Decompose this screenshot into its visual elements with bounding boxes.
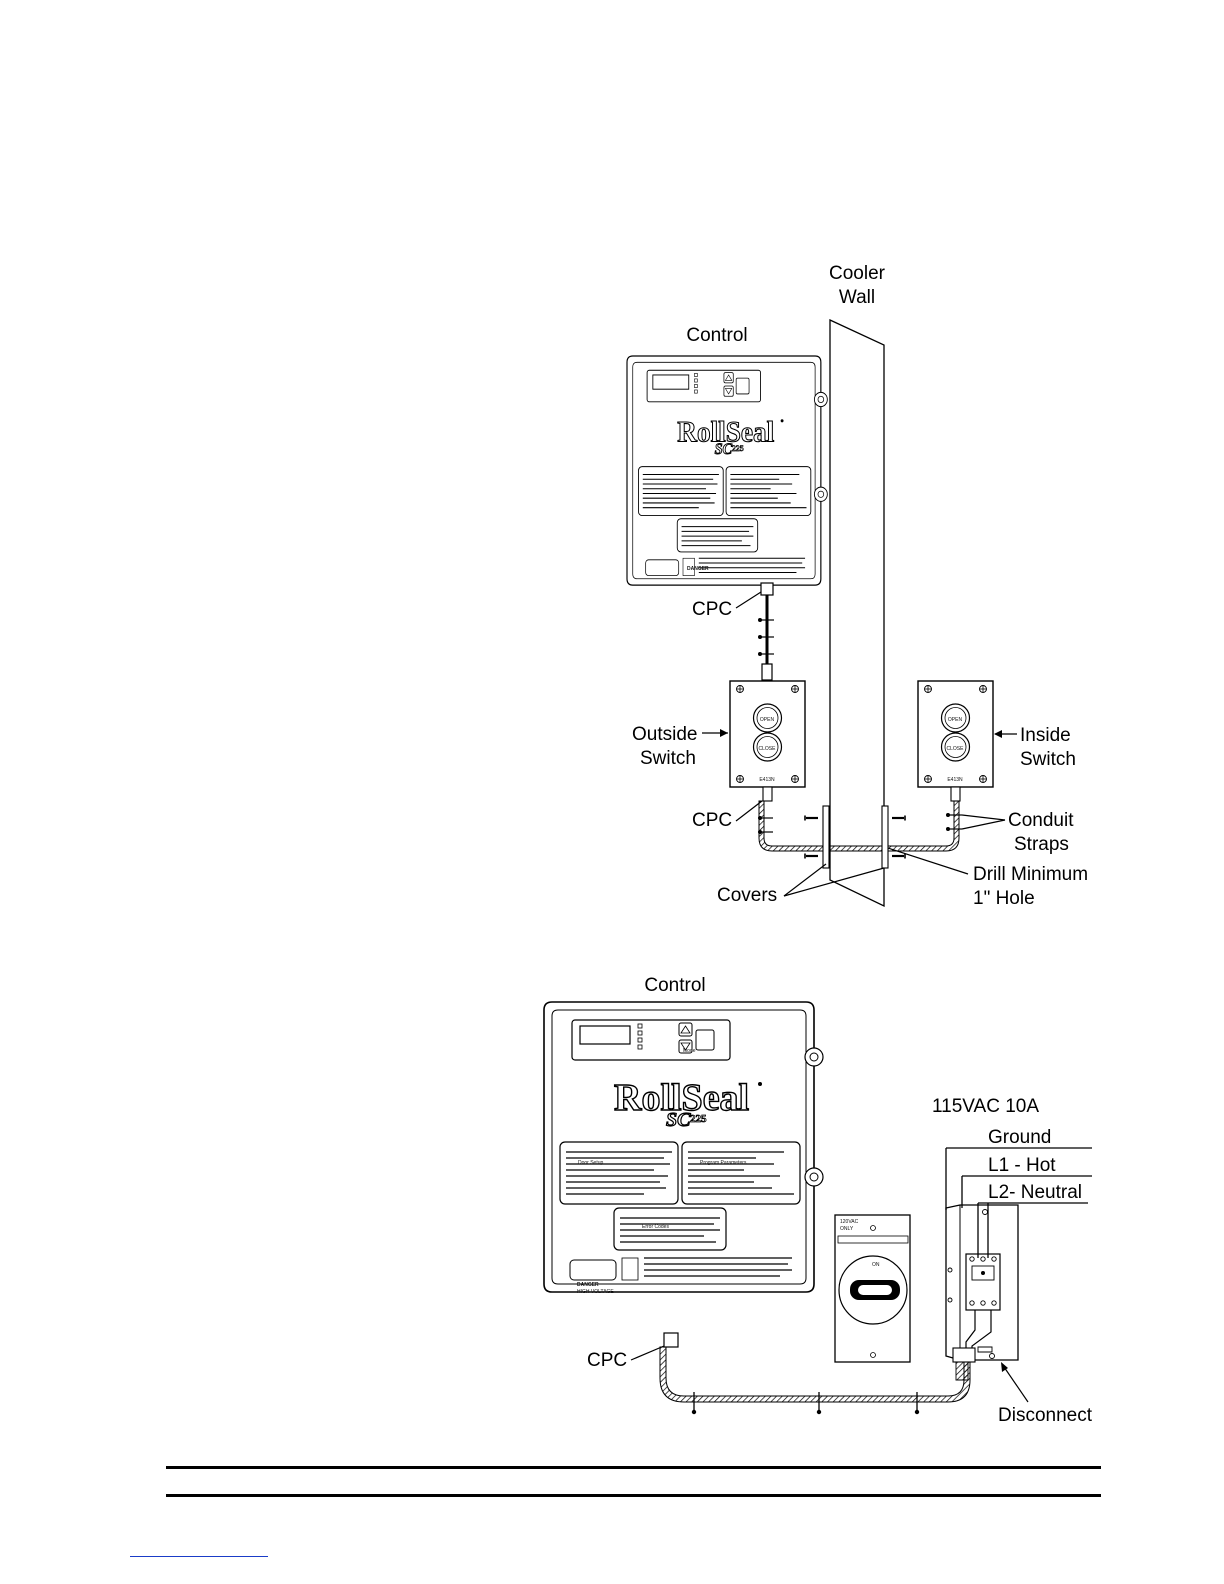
- l2-neutral-label: L2- Neutral: [988, 1182, 1082, 1203]
- cover-outside: [822, 805, 830, 869]
- cooler-wall: [829, 318, 885, 908]
- control-panel-bottom: [543, 1001, 824, 1293]
- disconnect-label: Disconnect: [998, 1405, 1093, 1426]
- conduit-run-top: [758, 786, 962, 852]
- outside-switch-box: [729, 680, 806, 788]
- program-parameters-heading: Program Parameters: [700, 1160, 747, 1166]
- ground-label: Ground: [988, 1127, 1051, 1148]
- power-spec-label: 115VAC 10A: [932, 1096, 1039, 1117]
- switch-on-label: ON: [872, 1262, 880, 1268]
- cpc-label-power: CPC: [587, 1350, 627, 1371]
- error-codes-heading: Error Codes: [642, 1224, 669, 1230]
- control-label-bottom: Control: [644, 975, 705, 996]
- inside-close-button[interactable]: CLOSE: [947, 746, 965, 752]
- control-label-top: Control: [686, 325, 747, 346]
- mode-button[interactable]: Mode: [683, 1048, 696, 1054]
- drill-hole-label-line2: 1" Hole: [973, 888, 1035, 909]
- outside-switch-label-line2: Switch: [640, 748, 696, 769]
- rotary-switch-plate: 120VAC ONLY ON: [834, 1214, 911, 1363]
- cpc-label-top: CPC: [692, 599, 732, 620]
- power-wiring-diagram: Control Mode Door Setup Program Paramete…: [543, 975, 1093, 1426]
- danger-label-bottom: DANGER: [577, 1282, 599, 1288]
- switch-plate-text-2: ONLY: [840, 1226, 854, 1232]
- inside-switch-label-line2: Switch: [1020, 749, 1076, 770]
- outside-switch-badge: E413N: [759, 777, 775, 783]
- control-panel-top-text: DANGER: [687, 566, 709, 572]
- control-panel-top: [626, 355, 828, 586]
- danger-label-top: DANGER: [687, 566, 709, 572]
- l1-hot-label: L1 - Hot: [988, 1155, 1056, 1176]
- page-rule-bottom: [166, 1494, 1101, 1497]
- switch-plate-text-1: 120VAC: [840, 1219, 859, 1225]
- cover-inside: [881, 805, 889, 869]
- footer-link-underline[interactable]: [130, 1556, 268, 1557]
- control-panel-bottom-text: Mode Door Setup Program Parameters Error…: [577, 1048, 747, 1295]
- inside-switch-label-line1: Inside: [1020, 725, 1071, 746]
- inside-switch-box: [917, 680, 994, 788]
- outside-switch-label-line1: Outside: [632, 724, 697, 745]
- high-voltage-label: HIGH VOLTAGE: [577, 1289, 614, 1295]
- cooler-wall-label-line2: Wall: [839, 287, 875, 308]
- covers-label: Covers: [717, 885, 777, 906]
- outside-open-button[interactable]: OPEN: [760, 717, 775, 723]
- cpc-label-bottom: CPC: [692, 810, 732, 831]
- conduit-straps-label-line1: Conduit: [1008, 810, 1074, 831]
- outside-close-button[interactable]: CLOSE: [759, 746, 777, 752]
- page-rule-top: [166, 1466, 1101, 1469]
- conduit-straps-label-line2: Straps: [1014, 834, 1069, 855]
- inside-switch-badge: E413N: [947, 777, 963, 783]
- wall-mount-diagram: Cooler Wall Control DANGER CPC OPEN CLOS…: [626, 263, 1088, 909]
- cooler-wall-label-line1: Cooler: [829, 263, 886, 284]
- inside-open-button[interactable]: OPEN: [948, 717, 963, 723]
- conduit-run-bottom: [659, 1346, 971, 1403]
- drill-hole-label-line1: Drill Minimum: [973, 864, 1088, 885]
- disconnect-box: [945, 1204, 1019, 1381]
- door-setup-heading: Door Setup: [578, 1160, 604, 1166]
